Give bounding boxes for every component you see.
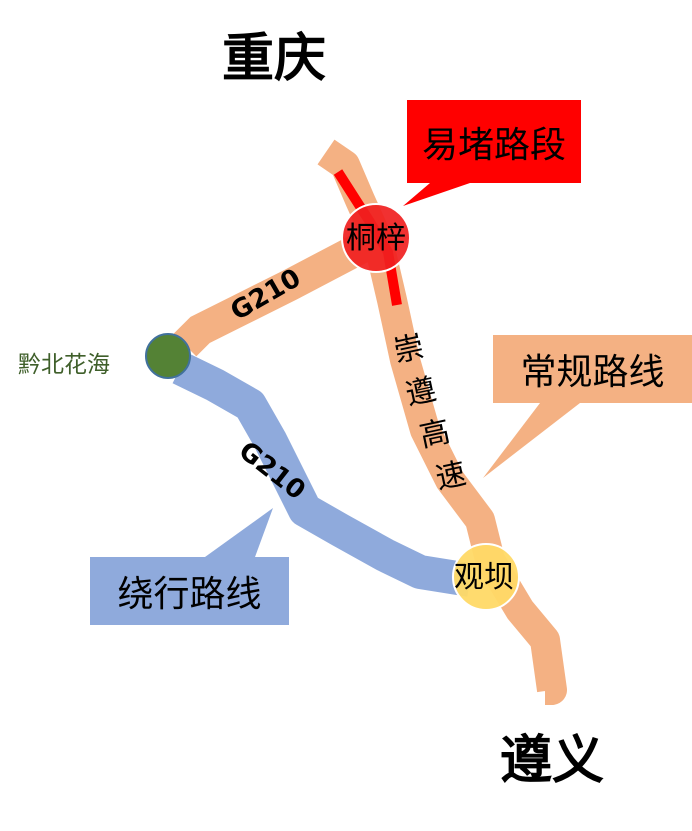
city-zunyi: 遵义 [500, 730, 605, 791]
expressway-label-2: 遵 [402, 372, 440, 413]
expressway-label-3: 高 [416, 414, 454, 455]
city-chongqing: 重庆 [222, 28, 327, 89]
expressway-label-4: 速 [432, 456, 470, 497]
congested-callout: 易堵路段 [407, 100, 581, 183]
expressway-label-1: 崇 [390, 329, 428, 370]
tongzi-node [341, 203, 411, 273]
g210-detour-road [172, 352, 473, 597]
guanba-node [452, 543, 520, 611]
guanba-label: 观坝 [454, 560, 514, 595]
regular-callout: 常规路线 [493, 335, 692, 403]
qianbei-label: 黔北花海 [18, 352, 110, 378]
detour-callout: 绕行路线 [90, 557, 289, 625]
regular-callout-pointer [483, 403, 580, 478]
qianbei-node [145, 333, 191, 379]
detour-callout-pointer [205, 508, 273, 557]
congested-callout-pointer [403, 183, 470, 206]
g210-upper-road [173, 228, 378, 357]
tongzi-label: 桐梓 [346, 221, 406, 256]
